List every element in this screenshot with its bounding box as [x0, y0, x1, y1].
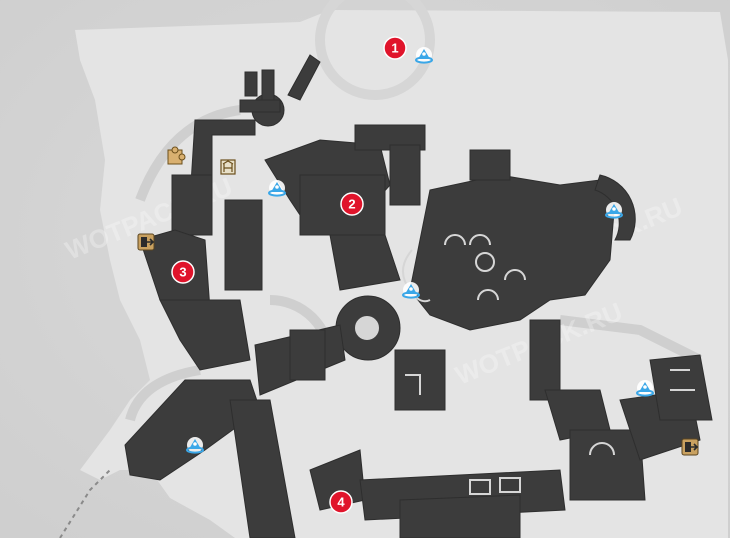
exit-door-icon[interactable]: [681, 438, 699, 456]
svg-text:3: 3: [179, 265, 186, 280]
floor-plan-details: [355, 234, 695, 495]
space-anchor-icon[interactable]: [415, 46, 433, 64]
svg-text:4: 4: [337, 495, 345, 510]
space-anchor-icon[interactable]: [268, 179, 286, 197]
space-anchor-icon[interactable]: [636, 379, 654, 397]
marker-1[interactable]: 1: [383, 36, 407, 60]
shop-icon[interactable]: [220, 159, 236, 175]
marker-4[interactable]: 4: [329, 490, 353, 514]
svg-text:2: 2: [348, 197, 355, 212]
puzzle-piece-icon[interactable]: [167, 146, 186, 165]
marker-3[interactable]: 3: [171, 260, 195, 284]
terrain-river: [59, 469, 111, 538]
space-anchor-icon[interactable]: [186, 436, 204, 454]
svg-text:1: 1: [391, 41, 398, 56]
exit-door-icon[interactable]: [137, 233, 155, 251]
space-anchor-icon[interactable]: [605, 201, 623, 219]
space-anchor-icon[interactable]: [402, 281, 420, 299]
marker-2[interactable]: 2: [340, 192, 364, 216]
